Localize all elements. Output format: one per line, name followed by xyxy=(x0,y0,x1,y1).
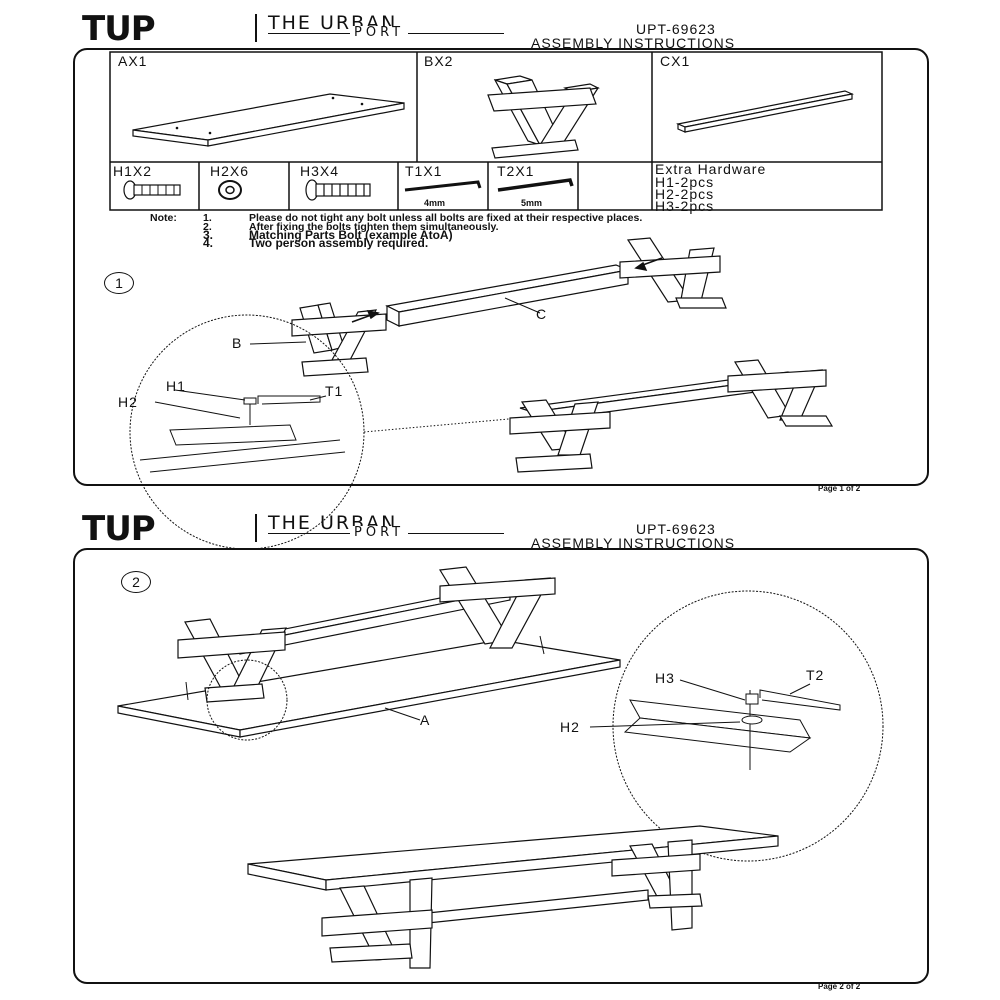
brand-name-bottom-page2: PORT xyxy=(350,526,409,539)
extra-hardware-h2: H2-2pcs xyxy=(655,186,715,202)
step-1-label-h1: H1 xyxy=(166,378,186,394)
extra-hardware-h1: H1-2pcs xyxy=(655,174,715,190)
page-2-number: Page 2 of 2 xyxy=(818,982,861,991)
note-1-text: Please do not tight any bolt unless all … xyxy=(249,212,643,224)
note-2-text: After fixing the bolts tighten them simu… xyxy=(249,221,499,233)
model-number-page2: UPT-69623 xyxy=(636,521,716,537)
note-3-text: Matching Parts Bolt (example AtoA) xyxy=(249,228,453,242)
step-1-label-c: C xyxy=(536,306,548,322)
page1-panel xyxy=(73,48,929,486)
step-2-label-t2: T2 xyxy=(806,667,825,683)
note-4-number: 4. xyxy=(203,236,214,250)
part-label-t2x1: T2X1 xyxy=(497,163,535,179)
part-label-ax1: AX1 xyxy=(118,53,148,69)
note-1-number: 1. xyxy=(203,212,212,224)
step-2-label-h2: H2 xyxy=(560,719,580,735)
extra-hardware-title: Extra Hardware xyxy=(655,161,767,177)
step-1-label-t1: T1 xyxy=(325,383,344,399)
note-4-text: Two person assembly required. xyxy=(249,236,429,250)
step-2-label-a: A xyxy=(420,712,431,728)
step-2-label-h3: H3 xyxy=(655,670,675,686)
step-1-label-b: B xyxy=(232,335,243,351)
note-2-number: 2. xyxy=(203,221,212,233)
brand-divider-page2 xyxy=(255,514,257,542)
part-label-h3x4: H3X4 xyxy=(300,163,340,179)
t2-size: 5mm xyxy=(521,198,543,208)
t1-size: 4mm xyxy=(424,198,446,208)
notes-label: Note: xyxy=(150,212,177,224)
step-2-badge: 2 xyxy=(121,571,151,593)
step-1-label-h2: H2 xyxy=(118,394,138,410)
step-1-badge: 1 xyxy=(104,272,134,294)
note-3-number: 3. xyxy=(203,228,214,242)
part-label-h1x2: H1X2 xyxy=(113,163,153,179)
part-label-bx2: BX2 xyxy=(424,53,454,69)
extra-hardware-h3: H3-2pcs xyxy=(655,198,715,214)
header-title: ASSEMBLY INSTRUCTIONS xyxy=(531,35,736,51)
brand-logo-page2: TUP xyxy=(82,509,156,549)
brand-divider xyxy=(255,14,257,42)
page-1-number: Page 1 of 2 xyxy=(818,484,861,493)
brand-logo: TUP xyxy=(82,9,156,49)
part-label-h2x6: H2X6 xyxy=(210,163,250,179)
part-label-cx1: CX1 xyxy=(660,53,691,69)
brand-name-bottom: PORT xyxy=(350,26,409,39)
page2-panel xyxy=(73,548,929,984)
model-number: UPT-69623 xyxy=(636,21,716,37)
part-label-t1x1: T1X1 xyxy=(405,163,443,179)
header-title-page2: ASSEMBLY INSTRUCTIONS xyxy=(531,535,736,551)
